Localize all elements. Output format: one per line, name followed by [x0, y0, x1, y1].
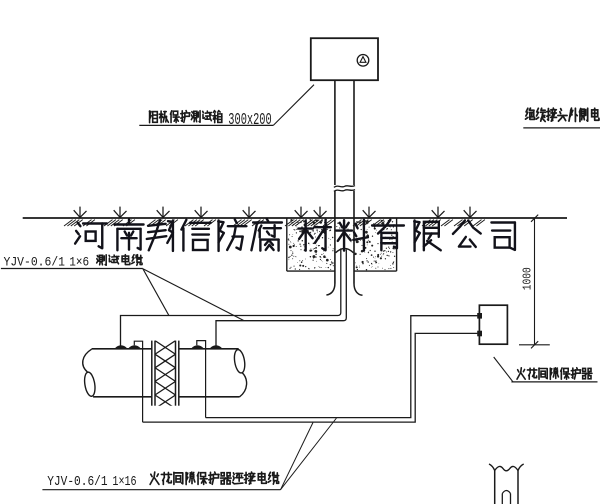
svg-text:300x200: 300x200 [228, 110, 271, 129]
svg-text:1000: 1000 [522, 267, 535, 290]
svg-text:YJV-0.6/1: YJV-0.6/1 [4, 254, 66, 269]
svg-text:1×16: 1×16 [112, 475, 136, 490]
svg-text:1×6: 1×6 [69, 254, 89, 269]
svg-text:YJV-0.6/1: YJV-0.6/1 [47, 475, 107, 490]
